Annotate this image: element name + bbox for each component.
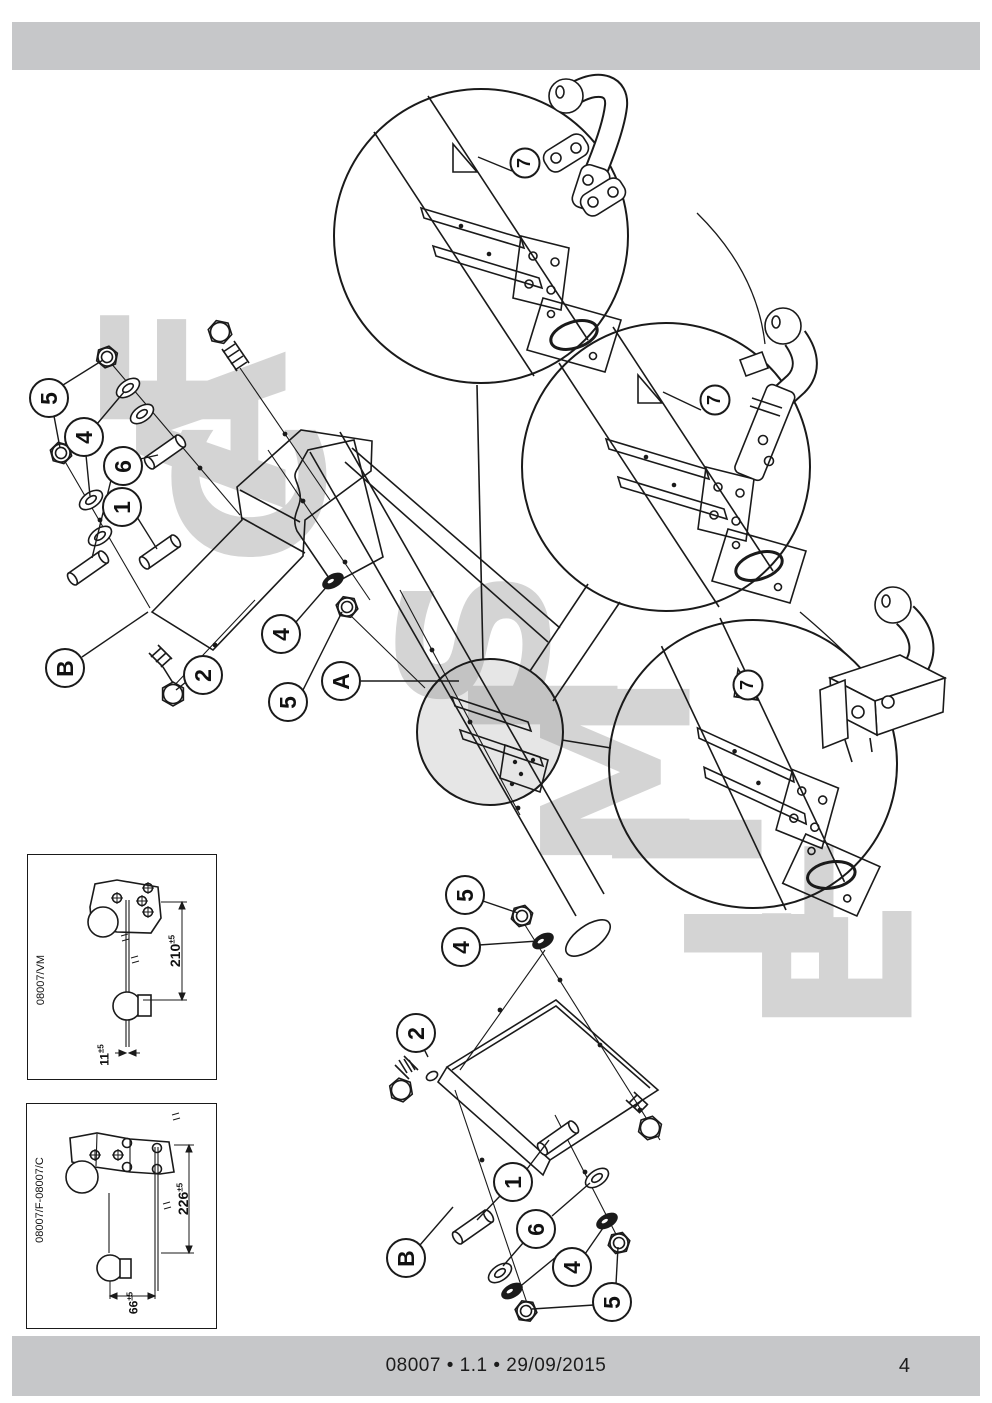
part-callout-label: 6 bbox=[522, 1222, 549, 1236]
detail-circle-1 bbox=[333, 88, 629, 384]
part-callout-A: A bbox=[321, 661, 361, 701]
dimension-226: 226±5 bbox=[175, 1182, 191, 1216]
part-callout-label: 7 bbox=[514, 157, 535, 169]
part-callout-label: 1 bbox=[499, 1175, 526, 1189]
towball-head-1 bbox=[542, 73, 629, 217]
part-callout-5: 5 bbox=[445, 875, 485, 915]
leader-lines bbox=[53, 156, 742, 1310]
part-callout-B: B bbox=[45, 648, 85, 688]
part-callout-5: 5 bbox=[592, 1282, 632, 1322]
dimension-11: 11±5 bbox=[96, 1044, 112, 1066]
dimension-210: 210±5 bbox=[167, 934, 183, 968]
footer-doc-reference: 08007 • 1.1 • 29/09/2015 bbox=[385, 1355, 607, 1376]
part-callout-4: 4 bbox=[441, 927, 481, 967]
part-callout-6: 6 bbox=[516, 1209, 556, 1249]
side-bracket-left bbox=[150, 429, 373, 652]
part-callout-5: 5 bbox=[29, 378, 69, 418]
part-callout-1: 1 bbox=[493, 1162, 533, 1202]
towball-head-2 bbox=[696, 212, 818, 482]
towball-head-3 bbox=[799, 586, 948, 763]
part-callout-label: 7 bbox=[704, 394, 725, 406]
inset-label-vm: 08007/VM bbox=[35, 954, 47, 1006]
part-callout-7: 7 bbox=[509, 147, 541, 179]
detail-circle-2 bbox=[521, 322, 811, 612]
part-callout-label: 5 bbox=[598, 1295, 625, 1309]
inset-box-vm bbox=[27, 854, 217, 1080]
page-number: 4 bbox=[898, 1354, 910, 1377]
bolts bbox=[148, 318, 666, 1143]
diagram-linework bbox=[47, 73, 948, 1323]
part-callout-label: 2 bbox=[402, 1026, 429, 1040]
part-callout-2: 2 bbox=[183, 655, 223, 695]
part-callout-4: 4 bbox=[552, 1247, 592, 1287]
inset-box-fc bbox=[26, 1103, 217, 1329]
part-callout-label: 4 bbox=[447, 940, 474, 954]
part-callout-label: 4 bbox=[558, 1260, 585, 1274]
part-callout-2: 2 bbox=[396, 1013, 436, 1053]
part-callout-1: 1 bbox=[102, 487, 142, 527]
detail-source-circle bbox=[416, 658, 564, 806]
part-callout-label: A bbox=[327, 672, 354, 690]
part-callout-label: 2 bbox=[189, 668, 216, 682]
part-callout-label: 5 bbox=[451, 888, 478, 902]
dimension-66: 66±5 bbox=[125, 1291, 141, 1315]
part-callout-label: 6 bbox=[109, 459, 136, 473]
inset-drawing-vm bbox=[87, 879, 187, 1057]
header-band bbox=[12, 22, 980, 70]
detail-circle-3 bbox=[608, 608, 913, 924]
inset-drawing-fc bbox=[65, 1112, 194, 1300]
part-callout-6: 6 bbox=[103, 446, 143, 486]
part-callout-label: 7 bbox=[737, 679, 758, 691]
cross-tube bbox=[309, 431, 611, 957]
part-callout-label: 4 bbox=[267, 627, 294, 641]
part-callout-B: B bbox=[386, 1238, 426, 1278]
part-callout-label: B bbox=[51, 659, 78, 677]
footer-band: 08007 • 1.1 • 29/09/2015 4 bbox=[12, 1336, 980, 1396]
inset-label-fc: 08007/F-08007/C bbox=[34, 1157, 46, 1243]
part-callout-label: 1 bbox=[108, 500, 135, 514]
part-callout-label: 5 bbox=[35, 391, 62, 405]
part-callout-5: 5 bbox=[268, 682, 308, 722]
part-callout-label: 5 bbox=[274, 695, 301, 709]
part-callout-7: 7 bbox=[732, 669, 764, 701]
support-bracket bbox=[293, 439, 561, 643]
part-callout-4: 4 bbox=[261, 614, 301, 654]
part-callout-label: 4 bbox=[70, 430, 97, 444]
part-callout-4: 4 bbox=[64, 417, 104, 457]
part-callout-label: B bbox=[392, 1249, 419, 1267]
bottom-bracket bbox=[425, 999, 660, 1177]
part-callout-7: 7 bbox=[699, 384, 731, 416]
